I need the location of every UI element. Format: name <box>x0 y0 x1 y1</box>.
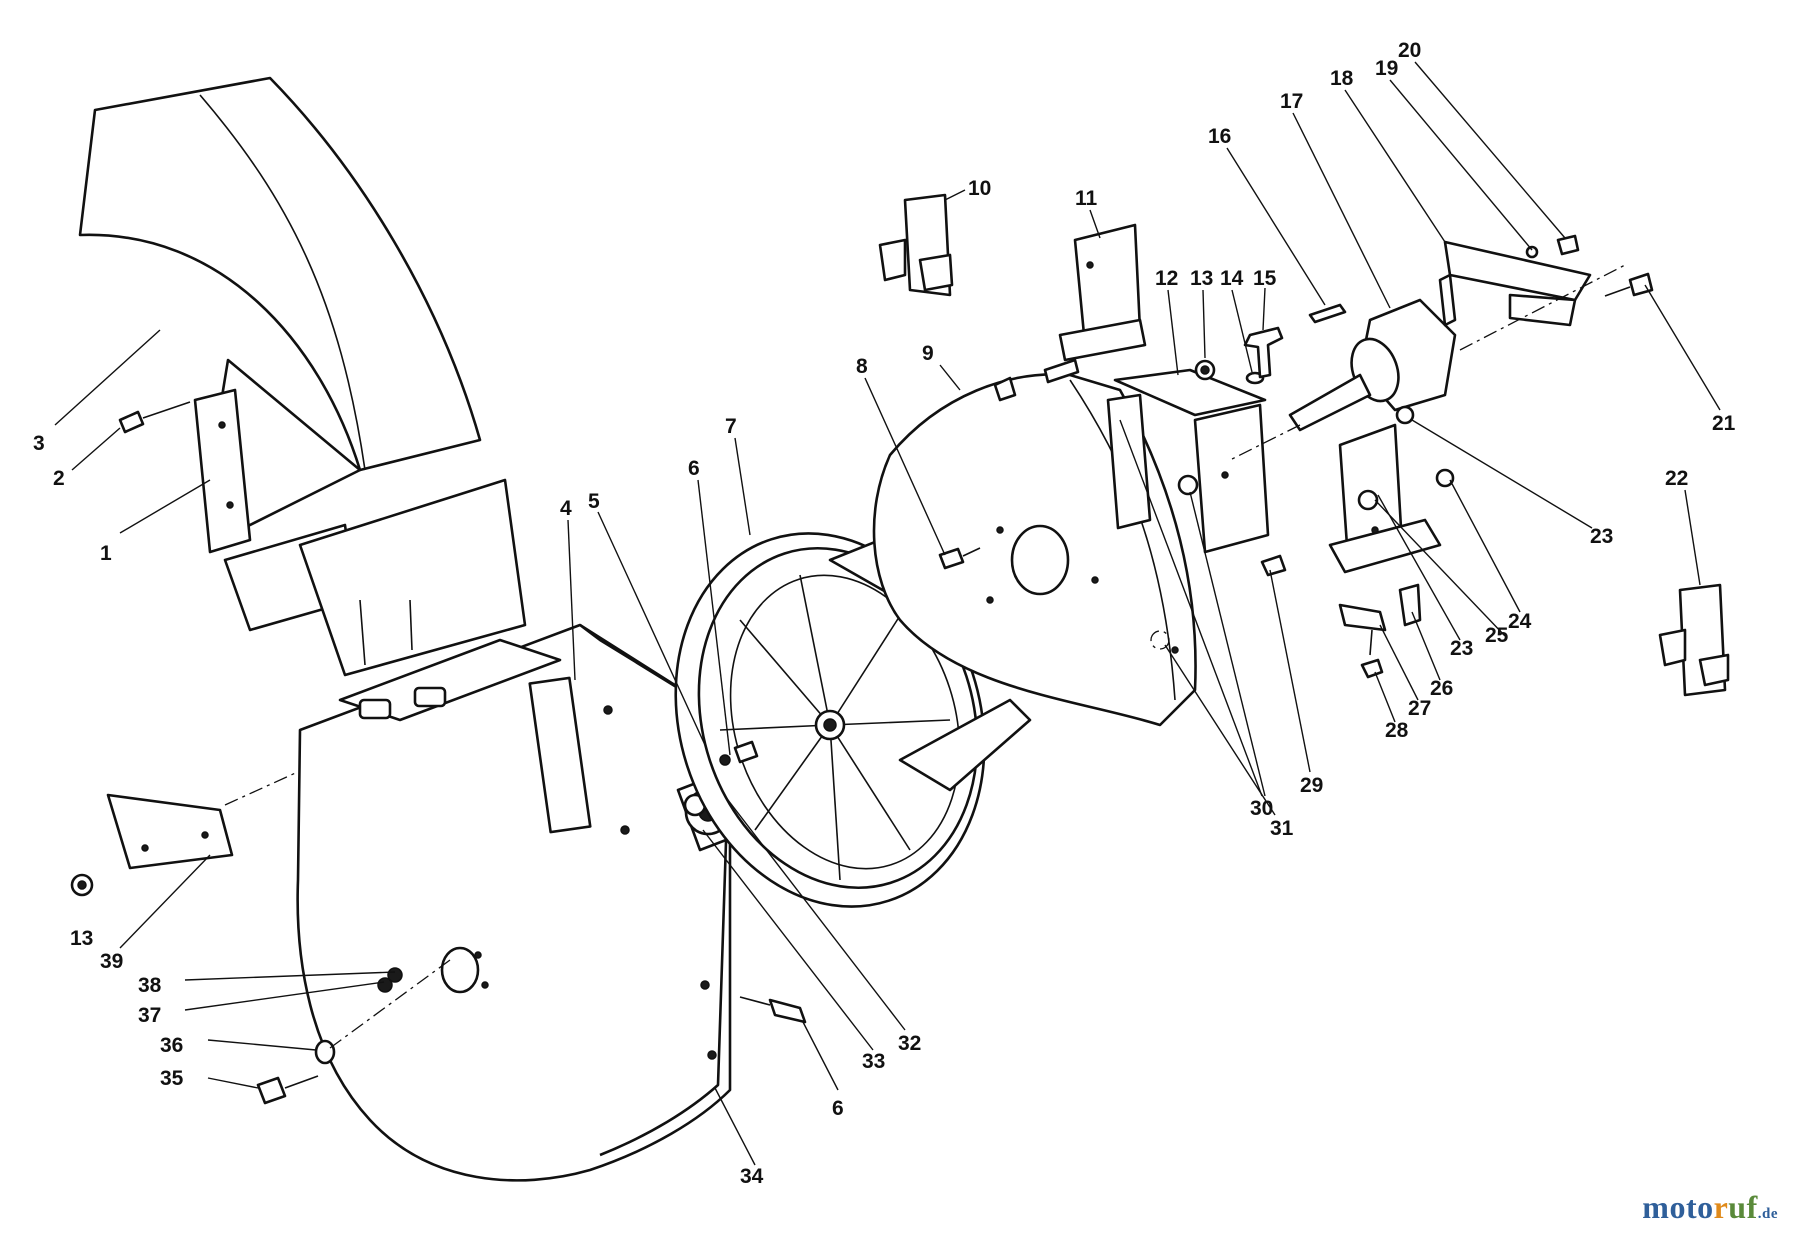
callout-9: 9 <box>922 342 934 365</box>
callout-23-bottom: 23 <box>1450 637 1473 660</box>
callout-35: 35 <box>160 1067 184 1090</box>
callout-21: 21 <box>1712 412 1736 435</box>
part-arm-18 <box>1438 240 1626 351</box>
part-bolt-6-bottom <box>739 996 807 1024</box>
part-screws-19-21 <box>1525 234 1654 297</box>
part-fasteners-13-15 <box>1194 326 1284 385</box>
watermark-part-b: r <box>1713 1189 1729 1225</box>
callout-33: 33 <box>862 1050 885 1073</box>
part-nut-31 <box>1150 630 1170 650</box>
callout-34: 34 <box>740 1165 764 1188</box>
callout-3: 3 <box>33 432 45 455</box>
callout-14: 14 <box>1220 267 1244 290</box>
callout-2: 2 <box>53 467 65 490</box>
callout-36: 36 <box>160 1034 183 1057</box>
callout-24: 24 <box>1508 610 1532 633</box>
callout-13-top: 13 <box>1190 267 1213 290</box>
part-mount-bracket-12 <box>1106 368 1270 554</box>
watermark-part-d: .de <box>1757 1206 1778 1222</box>
part-bracket-11 <box>1058 223 1147 362</box>
callout-19: 19 <box>1375 57 1398 80</box>
callout-17: 17 <box>1280 90 1303 113</box>
callout-32: 32 <box>898 1032 921 1055</box>
callout-7: 7 <box>725 415 737 438</box>
callout-27: 27 <box>1408 697 1431 720</box>
callout-20: 20 <box>1398 39 1421 62</box>
callout-6-top: 6 <box>688 457 700 480</box>
callout-8: 8 <box>856 355 868 378</box>
callout-28: 28 <box>1385 719 1409 742</box>
part-deflector <box>223 478 527 677</box>
part-actuator-17 <box>1229 298 1457 461</box>
callout-22: 22 <box>1665 467 1688 490</box>
part-fan-housing <box>296 623 732 1182</box>
part-bolt-8 <box>938 547 981 570</box>
part-bolt-2 <box>118 401 191 434</box>
part-bracket-10 <box>878 193 954 297</box>
callout-29: 29 <box>1300 774 1323 797</box>
callout-1: 1 <box>100 542 112 565</box>
part-bolts-29-30 <box>1177 474 1287 577</box>
callout-25: 25 <box>1485 624 1509 647</box>
part-key-16 <box>1308 303 1347 324</box>
callout-12: 12 <box>1155 267 1178 290</box>
part-clip-27-28 <box>1338 603 1387 679</box>
callout-6-bottom: 6 <box>832 1097 844 1120</box>
callout-11: 11 <box>1075 187 1098 210</box>
part-bracket-22 <box>1658 583 1730 697</box>
callout-39: 39 <box>100 950 123 973</box>
watermark-part-a: moto <box>1642 1189 1714 1225</box>
part-chute-bracket <box>193 388 252 554</box>
callout-30: 30 <box>1250 797 1273 820</box>
watermark-part-c: uf <box>1728 1189 1758 1225</box>
leader-lines <box>54 61 1721 1166</box>
part-discharge-chute <box>78 76 482 532</box>
part-pivot-bracket <box>1328 405 1455 627</box>
callout-labels: 1 2 3 4 5 6 6 7 8 9 10 11 12 13 13 14 15… <box>33 39 1736 1188</box>
part-nut-13-left <box>70 873 94 897</box>
callout-23-right: 23 <box>1590 525 1613 548</box>
callout-26: 26 <box>1430 677 1453 700</box>
part-bolt-6-top <box>719 740 759 766</box>
callout-31: 31 <box>1270 817 1294 840</box>
callout-37: 37 <box>138 1004 161 1027</box>
callout-15: 15 <box>1253 267 1277 290</box>
callout-38: 38 <box>138 974 162 997</box>
callout-5: 5 <box>588 490 600 513</box>
callout-10: 10 <box>968 177 991 200</box>
callout-4: 4 <box>560 497 572 520</box>
callout-16: 16 <box>1208 125 1231 148</box>
callout-18: 18 <box>1330 67 1354 90</box>
callout-13-left: 13 <box>70 927 93 950</box>
watermark-logo: motoruf.de <box>1642 1189 1778 1226</box>
